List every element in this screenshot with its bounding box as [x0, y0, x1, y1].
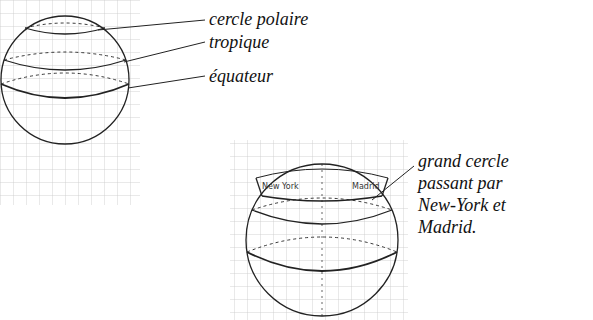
circle-label: cercle polaire	[209, 8, 308, 30]
leader-lines	[98, 20, 205, 88]
polar-circle-front	[25, 28, 105, 34]
tropic-front	[4, 60, 126, 70]
graph-paper	[230, 140, 408, 320]
circle-label: tropique	[209, 31, 269, 53]
great-circle-label: grand cercle passant par New-York et Mad…	[418, 150, 530, 238]
city-label: New York	[262, 181, 299, 192]
right-sphere	[246, 164, 398, 316]
left-sphere	[1, 16, 129, 144]
equator-front	[1, 84, 129, 98]
circle-label: équateur	[209, 65, 273, 87]
graph-paper	[0, 0, 140, 205]
city-label: Madrid	[352, 181, 379, 192]
